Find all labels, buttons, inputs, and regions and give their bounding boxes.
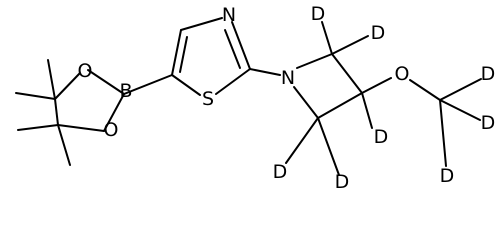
bonds bbox=[15, 17, 482, 176]
bond-c2-me-bottom bbox=[57, 124, 71, 166]
atom-d-ring-bottom-1: D bbox=[273, 161, 288, 183]
bond-n-ctop bbox=[296, 53, 333, 69]
atom-d-methyl-3: D bbox=[440, 165, 455, 187]
bond-cmid-cbottom bbox=[317, 92, 363, 119]
atom-d-ring-top-1: D bbox=[311, 3, 326, 25]
atom-d-methyl-1: D bbox=[481, 63, 496, 85]
atom-n-azetidine: N bbox=[281, 67, 295, 89]
bond-cbottom-d1 bbox=[285, 117, 319, 164]
bond-cmid-d bbox=[361, 92, 373, 129]
bond-ctop-d2 bbox=[331, 35, 369, 55]
atom-n-thiazole: N bbox=[222, 4, 236, 26]
atom-o-boronate-bottom: O bbox=[104, 119, 119, 141]
bond-o-cmethyl bbox=[409, 79, 441, 101]
bond-c2-me-left bbox=[17, 124, 59, 131]
bond-c1-c2 bbox=[54, 98, 59, 126]
atom-d-ring-top-2: D bbox=[371, 22, 386, 44]
bond-n3-c2-double bbox=[224, 29, 241, 69]
atom-d-ring-mid: D bbox=[374, 126, 389, 148]
bond-cbottom-n bbox=[293, 86, 319, 119]
atom-b: B bbox=[119, 80, 132, 102]
molecule-structure: O O B S N N O D D D D D D D D bbox=[15, 3, 496, 191]
bond-ob2-b bbox=[103, 93, 125, 132]
bond-cmid-o bbox=[361, 77, 392, 94]
atom-d-methyl-2: D bbox=[481, 112, 496, 134]
atom-o-boronate-top: O bbox=[78, 60, 93, 82]
bond-c1-me-top bbox=[47, 59, 56, 100]
atom-labels: O O B S N N O D D D D D D D D bbox=[78, 3, 496, 191]
bond-ob1-c1 bbox=[54, 72, 81, 100]
bond-b-ob1 bbox=[87, 69, 125, 95]
bond-c2-n-azetidine bbox=[249, 68, 281, 76]
bond-cbottom-d2 bbox=[317, 117, 340, 176]
bond-c4-n3 bbox=[180, 17, 223, 31]
bond-cmethyl-d2 bbox=[439, 99, 481, 121]
bond-c5-c4 bbox=[171, 29, 182, 76]
bond-cmethyl-d3 bbox=[439, 99, 447, 167]
atom-o-ether: O bbox=[395, 63, 410, 85]
bond-n3-c2 bbox=[231, 21, 251, 70]
atom-s: S bbox=[202, 88, 214, 110]
bond-c2-s1 bbox=[215, 68, 251, 95]
bond-cmethyl-d1 bbox=[439, 78, 482, 101]
bond-ctop-d1 bbox=[321, 21, 333, 55]
bond-s1-c5 bbox=[171, 74, 201, 96]
bond-b-c5 bbox=[123, 74, 173, 95]
bond-c5-c4-double bbox=[179, 36, 188, 73]
atom-d-ring-bottom-2: D bbox=[335, 171, 350, 191]
bond-c2-ob2 bbox=[57, 124, 105, 132]
bond-ctop-cmid bbox=[331, 53, 363, 94]
bond-c1-me-left bbox=[15, 92, 56, 100]
